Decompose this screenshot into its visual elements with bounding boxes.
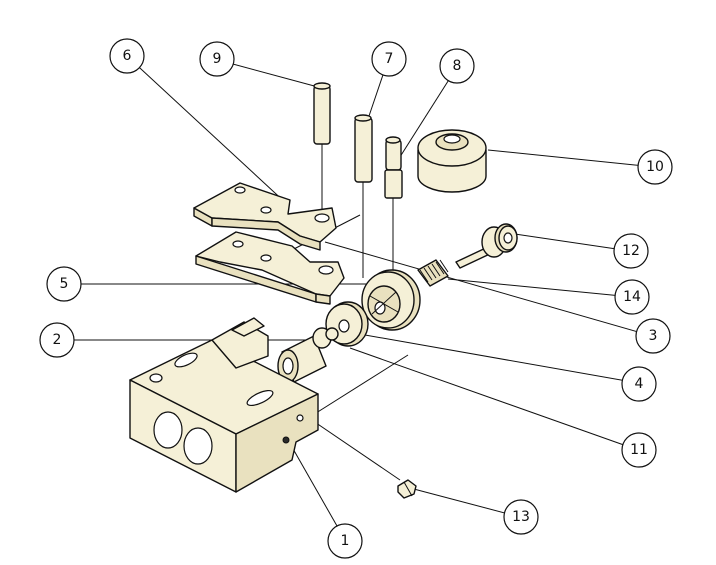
callout-8: 8	[439, 48, 475, 84]
part-5-pulley-wheel	[361, 269, 421, 331]
callout-5: 5	[46, 266, 82, 302]
leader-11	[349, 347, 639, 451]
callout-2-label: 2	[53, 332, 62, 348]
part-7-pin	[354, 114, 373, 278]
leader-6	[127, 56, 289, 206]
part-9-pin	[313, 82, 331, 215]
leader-9	[217, 59, 319, 88]
callout-9: 9	[199, 41, 235, 77]
callout-12-label: 12	[622, 243, 640, 259]
callout-9-label: 9	[213, 51, 222, 67]
callout-11-label: 11	[630, 442, 648, 458]
callout-13: 13	[503, 499, 539, 535]
callout-3: 3	[635, 318, 671, 354]
part-10-roller	[417, 129, 487, 193]
callout-13-label: 13	[512, 509, 530, 525]
callout-1: 1	[327, 523, 363, 559]
leader-13	[409, 487, 521, 518]
callout-8-label: 8	[453, 58, 462, 74]
callout-4-label: 4	[635, 376, 644, 392]
leader-12	[507, 232, 631, 252]
callout-1-label: 1	[341, 533, 350, 549]
part-14-spring	[417, 259, 449, 287]
callout-bubbles: 1 2 3 4 5 6 7 8	[39, 38, 673, 559]
leader-10	[487, 149, 655, 168]
leader-3	[324, 241, 653, 337]
part-6-lower-bracket	[195, 231, 345, 305]
part-1-housing-block	[129, 317, 319, 493]
leader-1	[287, 439, 346, 541]
callout-6-label: 6	[123, 48, 132, 64]
leader-14	[447, 278, 633, 298]
part-8-stepped-pin	[384, 136, 403, 272]
callout-3-label: 3	[649, 328, 658, 344]
callout-14: 14	[614, 279, 650, 315]
callout-4: 4	[621, 366, 657, 402]
part-12-shaft-knob	[455, 223, 518, 269]
callout-12: 12	[613, 233, 649, 269]
leader-8	[397, 66, 458, 161]
callout-11: 11	[621, 432, 657, 468]
leader-4	[347, 331, 639, 384]
part-11-small-nut	[325, 327, 339, 341]
callout-7: 7	[371, 41, 407, 77]
callout-5-label: 5	[60, 276, 69, 292]
part-13-set-screw	[397, 479, 417, 499]
part-6-upper-bracket	[193, 182, 337, 251]
callout-7-label: 7	[385, 51, 394, 67]
axis-line-lower	[304, 354, 409, 421]
callout-2: 2	[39, 322, 75, 358]
callout-10-label: 10	[646, 159, 664, 175]
callout-10: 10	[637, 149, 673, 185]
leader-lines	[58, 56, 655, 541]
callout-14-label: 14	[623, 289, 641, 305]
callout-6: 6	[109, 38, 145, 74]
part-2-bushing	[277, 327, 332, 383]
